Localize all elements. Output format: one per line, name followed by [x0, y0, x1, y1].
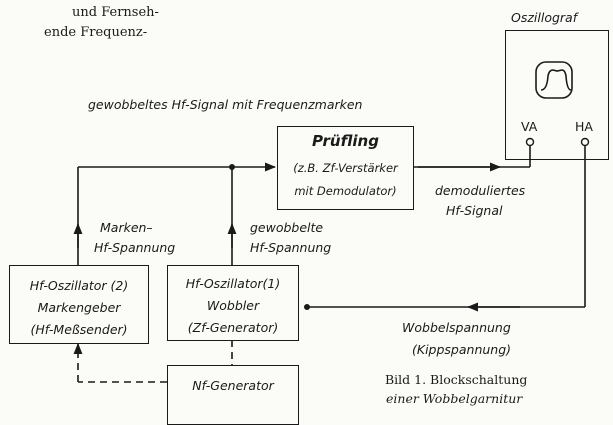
junction-dot	[304, 304, 310, 310]
pruefling-line-2: mit Demodulator)	[294, 184, 397, 198]
osc1-line-3: (Zf-Generator)	[187, 320, 279, 335]
fragment-line-1: und Fernseh-	[72, 5, 159, 20]
caption-line-1: Bild 1. Blockschaltung	[385, 372, 528, 387]
ha-label: HA	[575, 119, 593, 134]
osc1-line-2: Wobbler	[206, 298, 260, 313]
wiring-diagram	[73, 61, 590, 383]
oscillograph-box	[505, 30, 609, 160]
trace-curve	[540, 69, 572, 91]
demod-label-line-2: Hf-Signal	[446, 203, 503, 218]
osc2-line-3: (Hf-Meßsender)	[30, 322, 128, 337]
fragment-line-2: ende Frequenz-	[44, 25, 148, 40]
pruefling-title: Prüfling	[312, 132, 379, 150]
pruefling-line-1: (z.B. Zf-Verstärker	[293, 161, 398, 175]
wobbled-label-line-1: gewobbelte	[250, 220, 324, 235]
osc1-line-1: Hf-Oszillator(1)	[185, 276, 281, 291]
caption-line-2: einer Wobbelgarnitur	[386, 391, 523, 406]
sweep-label-line-1: Wobbelspannung	[402, 320, 511, 335]
signal-label: gewobbeltes Hf-Signal mit Frequenzmarken	[88, 97, 363, 112]
wobbler-box: Hf-Oszillator(1) Wobbler (Zf-Generator)	[167, 265, 299, 341]
wobbled-label-line-2: Hf-Spannung	[250, 240, 332, 255]
demod-label-line-1: demoduliertes	[435, 183, 526, 198]
sweep-label-line-2: (Kippspannung)	[412, 342, 512, 357]
oscillograph-screen	[535, 61, 573, 99]
marker-label-line-1: Marken–	[100, 220, 153, 235]
nf-generator-box: Nf-Generator	[167, 365, 299, 425]
marker-label-line-2: Hf-Spannung	[94, 240, 176, 255]
va-terminal	[525, 137, 535, 147]
ha-terminal	[580, 137, 590, 147]
pruefling-box: Prüfling (z.B. Zf-Verstärker mit Demodul…	[277, 126, 414, 210]
osc2-line-2: Markengeber	[37, 300, 121, 315]
junction-dot	[229, 164, 235, 170]
marker-oscillator-box: Hf-Oszillator (2) Markengeber (Hf-Meßsen…	[9, 265, 149, 344]
osc2-line-1: Hf-Oszillator (2)	[29, 278, 129, 293]
va-label: VA	[521, 119, 538, 134]
oscillograph-title: Oszillograf	[511, 10, 578, 25]
nf-generator-label: Nf-Generator	[192, 378, 274, 393]
